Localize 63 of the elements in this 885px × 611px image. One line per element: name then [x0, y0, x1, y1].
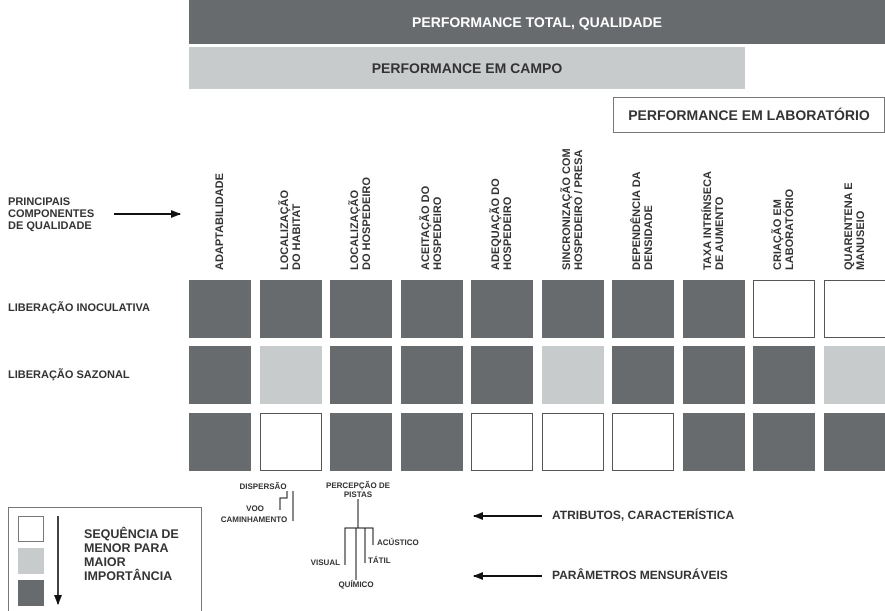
column-header: SINCRONIZAÇÃO COM HOSPEDEIRO / PRESA — [560, 147, 584, 270]
tree-label: ACÚSTICO — [377, 538, 427, 547]
matrix-square — [189, 346, 251, 404]
matrix-square — [330, 280, 392, 338]
matrix-square — [753, 346, 815, 404]
matrix-square — [400, 346, 462, 404]
column-header: QUARENTENA E MANUSEIO — [842, 181, 866, 270]
header-band: PERFORMANCE EM CAMPO — [189, 47, 745, 89]
matrix-square — [682, 346, 744, 404]
matrix-square — [189, 280, 251, 338]
matrix-square — [400, 280, 462, 338]
tree-line — [292, 490, 294, 522]
matrix-square — [260, 413, 322, 471]
arrow — [114, 210, 181, 218]
tree-label: TÁTIL — [368, 556, 398, 565]
matrix-square — [682, 413, 744, 471]
tree-line — [358, 498, 374, 546]
column-header: ACEITAÇÃO DO HOSPEDEIRO — [420, 184, 444, 270]
tree-label: DISPERSÃO — [225, 482, 301, 491]
matrix-square — [260, 346, 322, 404]
column-header: DEPENDÊNCIA DA DENSIDADE — [631, 170, 655, 270]
column-header: ADAPTABILIDADE — [214, 172, 226, 270]
matrix-square — [471, 346, 533, 404]
row-label: LIBERAÇÃO INOCULATIVA — [8, 302, 150, 314]
column-header: LOCALIZAÇÃO DO HABITAT — [278, 188, 302, 270]
annotation-text: ATRIBUTOS, CARACTERÍSTICA — [552, 509, 772, 522]
matrix-square — [260, 280, 322, 338]
matrix-square — [753, 280, 815, 338]
matrix-square — [753, 413, 815, 471]
matrix-square — [330, 413, 392, 471]
matrix-square — [612, 346, 674, 404]
matrix-square — [542, 280, 604, 338]
tree-label: PERCEPÇÃO DE PISTAS — [320, 481, 396, 499]
tree-label: CAMINHAMENTO — [216, 515, 292, 524]
column-header: ADEQUAÇÃO DO HOSPEDEIRO — [490, 177, 514, 270]
tree-label: VOO — [240, 504, 270, 513]
arrow — [473, 572, 542, 580]
column-header: TAXA INTRÍNSECA DE AUMENTO — [702, 170, 726, 270]
header-band: PERFORMANCE EM LABORATÓRIO — [613, 97, 885, 133]
matrix-square — [542, 346, 604, 404]
tree-label: VISUAL — [300, 558, 340, 567]
matrix-square — [824, 346, 885, 404]
matrix-square — [189, 413, 251, 471]
matrix-square — [824, 413, 885, 471]
matrix-square — [824, 280, 885, 338]
matrix-square — [542, 413, 604, 471]
arrow — [473, 512, 542, 520]
column-header: LOCALIZAÇÃO DO HOSPEDEIRO — [349, 176, 373, 270]
matrix-square — [471, 413, 533, 471]
matrix-square — [682, 280, 744, 338]
matrix-square — [471, 280, 533, 338]
tree-label: QUÍMICO — [332, 580, 380, 589]
matrix-square — [330, 346, 392, 404]
matrix-square — [612, 413, 674, 471]
matrix-square — [612, 280, 674, 338]
annotation-text: PARÂMETROS MENSURÁVEIS — [552, 569, 772, 582]
tree-line — [280, 490, 288, 510]
matrix-square — [400, 413, 462, 471]
column-header: CRIAÇÃO EM LABORATÓRIO — [772, 188, 796, 270]
row-label: LIBERAÇÃO SAZONAL — [8, 369, 130, 381]
row-caption: PRINCIPAIS COMPONENTES DE QUALIDADE — [8, 196, 108, 232]
header-band: PERFORMANCE TOTAL, QUALIDADE — [189, 0, 885, 44]
legend-text: SEQUÊNCIA DE MENOR PARA MAIOR IMPORTÂNCIA — [84, 527, 180, 583]
